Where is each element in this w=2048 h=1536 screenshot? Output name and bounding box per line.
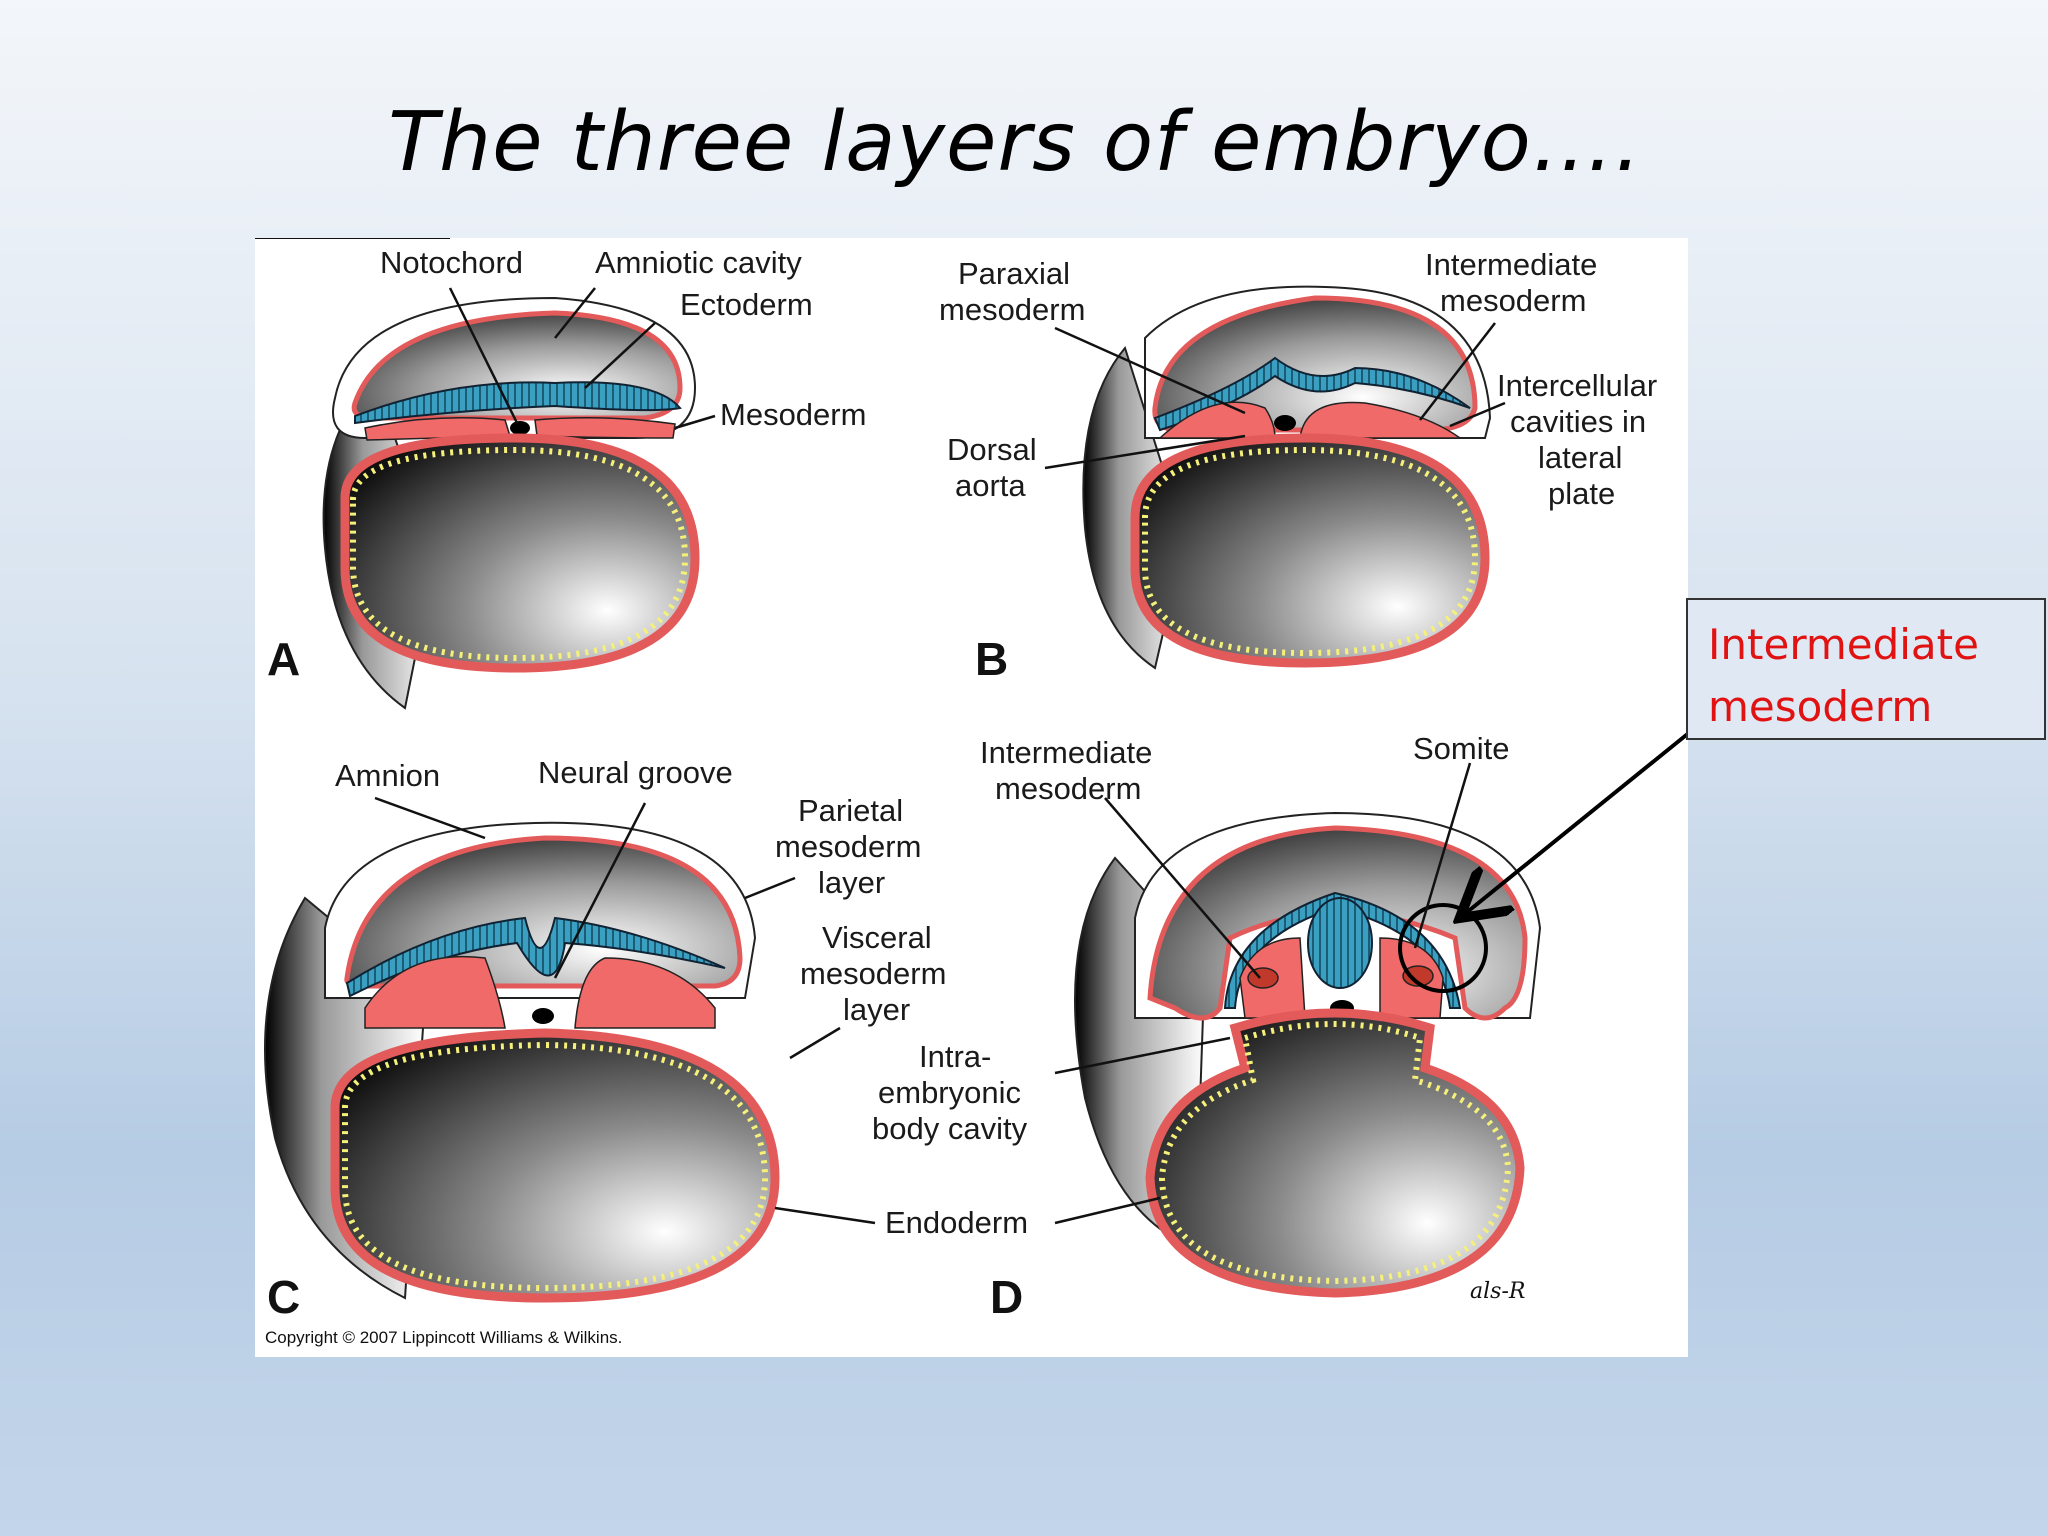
c-label-endoderm: Endoderm xyxy=(885,1205,1028,1240)
slide-title: The three layers of embryo…. xyxy=(388,95,1642,190)
b-label-dorsal-2: aorta xyxy=(955,468,1026,503)
embryo-figure: Notochord Amniotic cavity Ectoderm Mesod… xyxy=(255,238,1688,1357)
c-label-visceral-2: mesoderm xyxy=(800,956,946,991)
b-label-dorsal-1: Dorsal xyxy=(947,432,1037,467)
panel-b-yolk-sac xyxy=(1130,433,1490,668)
panel-b-mesoderm xyxy=(1158,401,1463,439)
intermediate-mesoderm-callout: Intermediate mesoderm xyxy=(1686,598,2046,740)
panel-a-endoderm xyxy=(350,446,689,662)
a-line-amniotic xyxy=(554,287,596,339)
b-line-intercellular xyxy=(1449,401,1506,428)
panel-c-endoderm xyxy=(342,1041,769,1292)
a-line-ectoderm xyxy=(584,322,656,389)
copyright-notice: Copyright © 2007 Lippincott Williams & W… xyxy=(265,1328,622,1347)
b-label-intercellular-1: Intercellular xyxy=(1497,368,1657,403)
c-label-visceral-1: Visceral xyxy=(822,920,932,955)
c-label-neural-groove: Neural groove xyxy=(538,755,733,790)
a-label-notochord: Notochord xyxy=(380,245,523,280)
panel-d-intermediate-mesoderm-right xyxy=(1402,965,1434,987)
panel-a-yolk-sac xyxy=(340,433,700,673)
c-label-intra-3: body cavity xyxy=(872,1111,1028,1146)
panel-d-neural-tube xyxy=(1307,897,1373,989)
c-label-parietal-1: Parietal xyxy=(798,793,903,828)
c-line-parietal xyxy=(744,876,796,900)
c-label-parietal-2: mesoderm xyxy=(775,829,921,864)
d-line-endoderm xyxy=(1054,1196,1161,1225)
a-label-amniotic-cavity: Amniotic cavity xyxy=(595,245,802,280)
panel-c-yolk-sac xyxy=(330,1028,780,1303)
panel-d-highlight-circle xyxy=(1398,903,1488,993)
callout-line-2: mesoderm xyxy=(1708,682,1933,731)
panel-a-letter: A xyxy=(267,633,300,685)
d-line-intermediate xyxy=(1104,797,1261,979)
panel-d-amniotic-cavity xyxy=(1147,825,1528,1021)
c-line-visceral xyxy=(789,1026,841,1060)
d-label-intermediate-1: Intermediate xyxy=(980,735,1152,770)
b-label-intermediate-2: mesoderm xyxy=(1440,283,1586,318)
panel-d-gut-yolk xyxy=(1145,1008,1525,1298)
a-line-mesoderm xyxy=(674,414,716,430)
panel-c-notochord xyxy=(532,1008,554,1024)
panel-a: Notochord Amniotic cavity Ectoderm Mesod… xyxy=(255,238,866,710)
b-line-intermediate xyxy=(1419,322,1496,421)
c-line-endoderm xyxy=(774,1206,876,1225)
b-label-intercellular-4: plate xyxy=(1548,476,1615,511)
c-label-parietal-3: layer xyxy=(818,865,885,900)
c-line-amnion xyxy=(374,796,486,840)
panel-b-endoderm xyxy=(1142,446,1479,657)
b-line-paraxial xyxy=(1054,326,1246,415)
b-label-intercellular-2: cavities in xyxy=(1510,404,1646,439)
callout-line-1: Intermediate xyxy=(1708,620,1979,669)
b-line-dorsal-aorta xyxy=(1044,434,1246,470)
b-label-paraxial-2: mesoderm xyxy=(939,292,1085,327)
d-line-somite xyxy=(1413,762,1472,949)
panel-d-endoderm xyxy=(1158,1021,1512,1285)
panel-d-mesoderm xyxy=(1239,937,1444,1019)
panel-a-ectoderm xyxy=(354,381,682,425)
b-label-paraxial-1: Paraxial xyxy=(958,256,1070,291)
panel-a-notochord xyxy=(510,421,530,435)
artist-signature: als-R xyxy=(1470,1279,1525,1304)
panel-c-ectoderm xyxy=(345,916,726,998)
embryo-diagram: Notochord Amniotic cavity Ectoderm Mesod… xyxy=(255,238,1657,1347)
b-label-intermediate-1: Intermediate xyxy=(1425,247,1597,282)
panel-c-letter: C xyxy=(267,1271,300,1323)
b-label-intercellular-3: lateral xyxy=(1538,440,1622,475)
c-label-intra-1: Intra- xyxy=(919,1039,991,1074)
a-label-mesoderm: Mesoderm xyxy=(720,397,866,432)
panel-b: Paraxial mesoderm Intermediate mesoderm … xyxy=(939,247,1657,685)
a-line-notochord xyxy=(448,287,519,424)
c-line-neural-groove xyxy=(553,802,647,979)
panel-d: Intermediate mesoderm Somite D als-R xyxy=(980,731,1542,1323)
a-label-ectoderm: Ectoderm xyxy=(680,287,813,322)
c-label-visceral-3: layer xyxy=(843,992,910,1027)
d-label-intermediate-2: mesoderm xyxy=(995,771,1141,806)
panel-d-ectoderm xyxy=(1223,891,1462,1009)
c-label-amnion: Amnion xyxy=(335,758,440,793)
panel-c-mesoderm xyxy=(364,955,716,1029)
panel-b-letter: B xyxy=(975,633,1008,685)
panel-c: Amnion Neural groove Parietal mesoderm l… xyxy=(264,755,1028,1323)
c-label-intra-2: embryonic xyxy=(878,1075,1021,1110)
panel-b-ectoderm xyxy=(1153,356,1471,432)
d-line-intra-body-cavity xyxy=(1054,1036,1231,1075)
panel-d-letter: D xyxy=(990,1271,1023,1323)
d-label-somite: Somite xyxy=(1413,731,1509,766)
panel-b-notochord xyxy=(1274,415,1296,431)
